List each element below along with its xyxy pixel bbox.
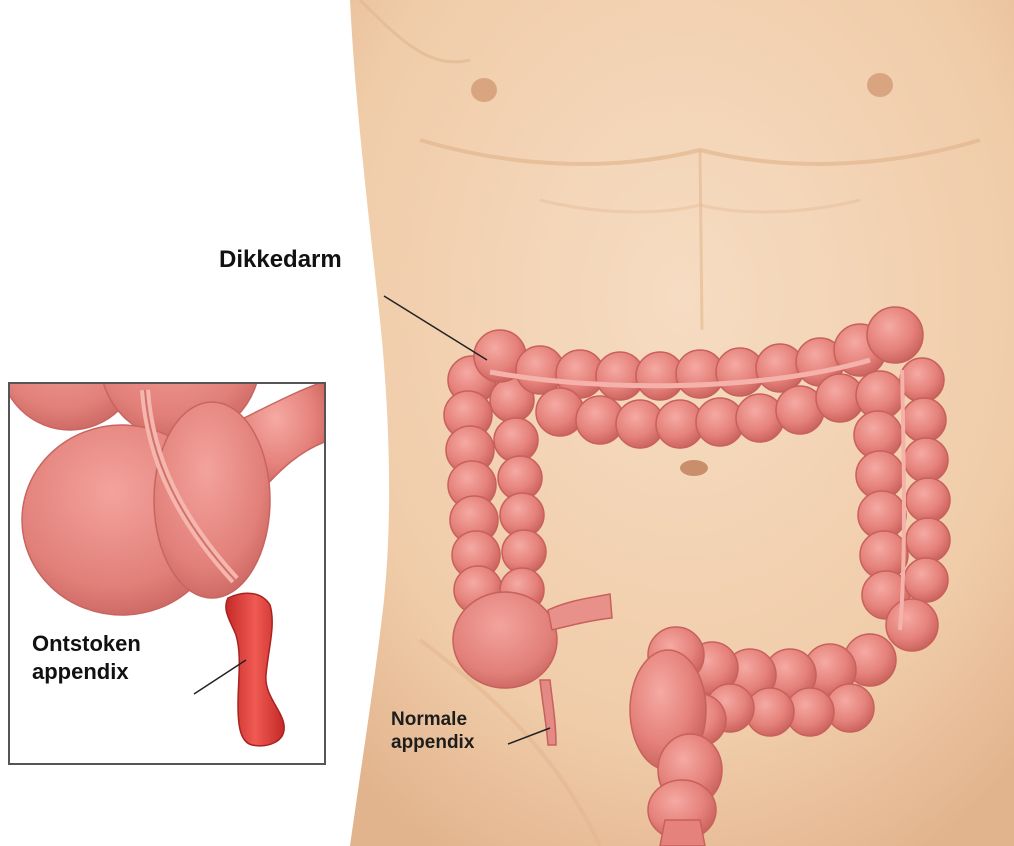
inset-panel [0, 280, 330, 764]
normal-appendix-label-line1: Normale [391, 708, 474, 731]
inflamed-appendix-label-line2: appendix [32, 658, 141, 686]
navel [680, 460, 708, 476]
inflamed-appendix-label: Ontstoken appendix [32, 630, 141, 686]
normal-appendix-label-line2: appendix [391, 731, 474, 754]
colon-label: Dikkedarm [219, 246, 342, 274]
cecum [453, 592, 557, 688]
right-nipple [867, 73, 893, 97]
normal-appendix-label: Normale appendix [391, 708, 474, 754]
left-nipple [471, 78, 497, 102]
inflamed-appendix-label-line1: Ontstoken [32, 630, 141, 658]
